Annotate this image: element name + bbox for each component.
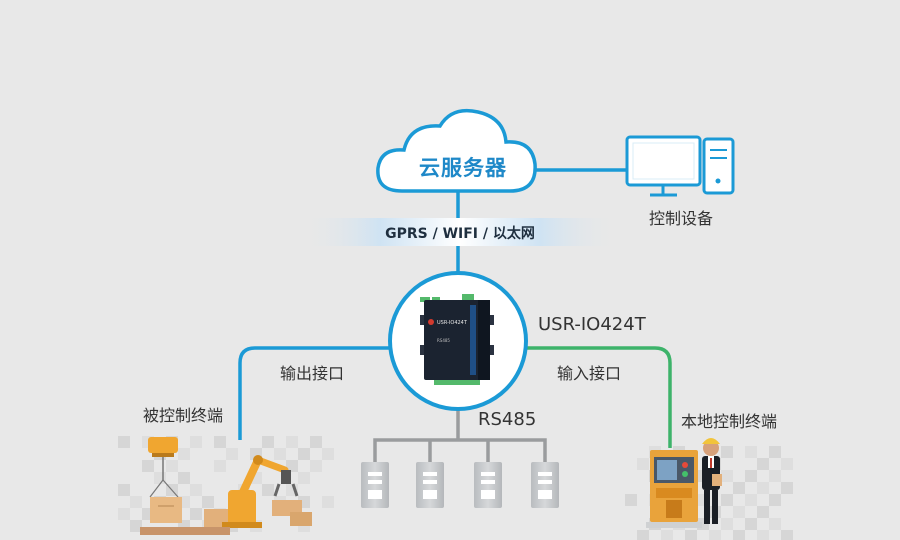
checker-tile <box>298 472 310 484</box>
checker-tile <box>769 470 781 482</box>
checker-tile <box>310 460 322 472</box>
rs485-bus-line <box>375 440 545 462</box>
checker-tile <box>733 530 745 540</box>
checker-tile <box>190 436 202 448</box>
device-icon: USR-IO424T RS485 <box>390 273 526 409</box>
server-icon <box>416 462 444 508</box>
checker-tile <box>769 518 781 530</box>
checker-tile <box>709 530 721 540</box>
local-terminal-icon <box>646 450 702 528</box>
device-panel-text-2: RS485 <box>437 338 450 343</box>
checker-tile <box>637 530 649 540</box>
checker-tile <box>226 448 238 460</box>
checker-tile <box>769 494 781 506</box>
checker-tile <box>781 482 793 494</box>
server-icon <box>474 462 502 508</box>
checker-tile <box>745 470 757 482</box>
local-terminal-label: 本地控制终端 <box>681 408 777 432</box>
controlled-terminal-label: 被控制终端 <box>143 402 223 426</box>
output-interface-label: 输出接口 <box>280 360 344 384</box>
checker-tile <box>178 448 190 460</box>
checker-tile <box>262 484 274 496</box>
checker-tile <box>721 470 733 482</box>
cloud-server-label: 云服务器 <box>408 152 518 182</box>
checker-tile <box>745 446 757 458</box>
checker-tile <box>214 436 226 448</box>
checker-tile <box>178 472 190 484</box>
checker-tile <box>190 484 202 496</box>
checker-tile <box>721 494 733 506</box>
checker-tile <box>625 494 637 506</box>
checker-tile <box>781 530 793 540</box>
checker-tile <box>637 458 649 470</box>
checker-tile <box>769 446 781 458</box>
server-icon <box>531 462 559 508</box>
checker-tile <box>757 482 769 494</box>
checker-tile <box>757 530 769 540</box>
checker-tile <box>781 458 793 470</box>
checker-tile <box>286 436 298 448</box>
checker-tile <box>118 508 130 520</box>
checker-tile <box>130 496 142 508</box>
rs485-label: RS485 <box>478 409 536 430</box>
control-device-label: 控制设备 <box>649 205 713 229</box>
checker-tile <box>274 448 286 460</box>
device-panel-text: USR-IO424T <box>437 320 468 326</box>
pc-icon <box>627 137 733 195</box>
input-interface-label: 输入接口 <box>557 360 621 384</box>
checker-tile <box>733 506 745 518</box>
checker-tile <box>142 460 154 472</box>
checker-tile <box>118 436 130 448</box>
rs485-servers <box>361 462 559 508</box>
checker-tile <box>685 530 697 540</box>
checker-tile <box>298 448 310 460</box>
checker-tile <box>118 484 130 496</box>
checker-tile <box>190 508 202 520</box>
checker-tile <box>745 518 757 530</box>
checker-tile <box>322 448 334 460</box>
checker-tile <box>262 436 274 448</box>
checker-tile <box>757 506 769 518</box>
checker-tile <box>661 530 673 540</box>
device-model-label: USR-IO424T <box>538 314 646 335</box>
checker-tile <box>721 518 733 530</box>
checker-tile <box>757 458 769 470</box>
network-label: GPRS / WIFI / 以太网 <box>376 223 544 243</box>
checker-tile <box>214 460 226 472</box>
checker-tile <box>733 482 745 494</box>
checker-tile <box>202 496 214 508</box>
checker-tile <box>745 494 757 506</box>
server-icon <box>361 462 389 508</box>
checker-tile <box>322 496 334 508</box>
checker-tile <box>721 446 733 458</box>
checker-tile <box>310 436 322 448</box>
checker-tile <box>166 460 178 472</box>
